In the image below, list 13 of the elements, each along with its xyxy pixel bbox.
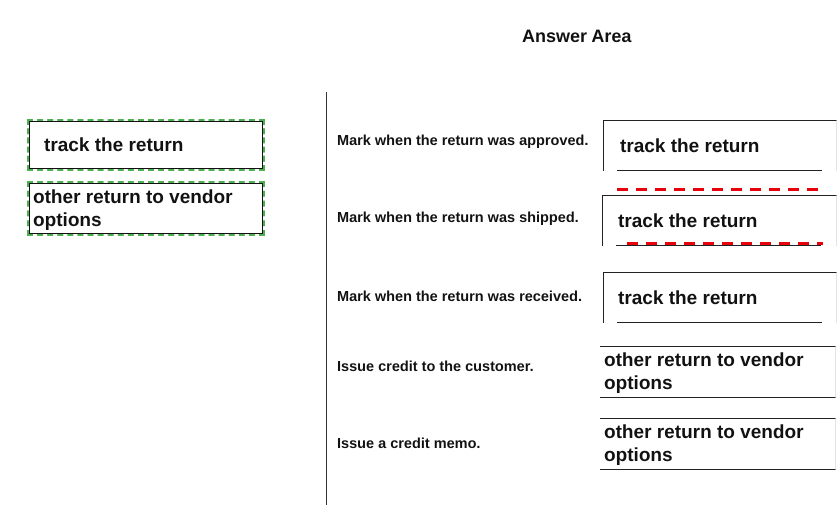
statement-text: Mark when the return was received.	[337, 288, 582, 306]
statement-text: Issue a credit memo.	[337, 435, 480, 453]
statement-text: Mark when the return was shipped.	[337, 209, 579, 227]
answer-option-tile: track the return	[27, 119, 265, 171]
statement-text: Issue credit to the customer.	[337, 358, 534, 376]
answer-slot: other return to vendor options	[600, 346, 836, 398]
statement-text: Mark when the return was approved.	[337, 132, 588, 150]
answer-slot: other return to vendor options	[600, 418, 836, 470]
answer-slot: track the return	[603, 272, 837, 323]
title: Answer Area	[522, 25, 632, 47]
answer-slot: track the return	[602, 195, 837, 246]
answer-option-tile: other return to vendor options	[27, 181, 265, 236]
answer-slot: track the return	[603, 120, 837, 171]
